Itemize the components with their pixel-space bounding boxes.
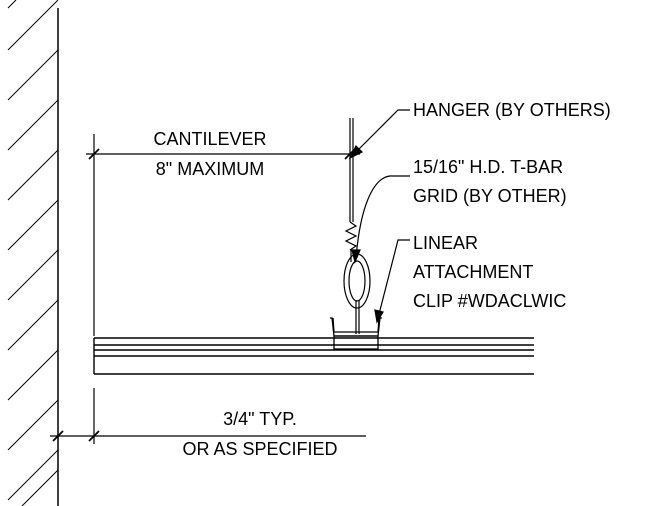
attachment-clip bbox=[330, 317, 382, 350]
ceiling-panel bbox=[93, 337, 534, 375]
clip-label-line1: LINEAR bbox=[413, 233, 479, 253]
hanger-label: HANGER (BY OTHERS) bbox=[413, 100, 611, 120]
cantilever-dimension bbox=[86, 134, 360, 336]
wall-hatch bbox=[7, 0, 59, 506]
gap-dimension bbox=[50, 388, 366, 444]
hanger-wire bbox=[344, 118, 358, 262]
leader-lines bbox=[348, 109, 410, 324]
tbar-label-line2: GRID (BY OTHER) bbox=[413, 186, 567, 206]
tbar-grid bbox=[343, 253, 371, 334]
tbar-label-line1: 15/16" H.D. T-BAR bbox=[413, 157, 564, 177]
gap-label-line2: OR AS SPECIFIED bbox=[182, 439, 338, 459]
clip-label-line3: CLIP #WDACLWIC bbox=[413, 291, 567, 311]
cantilever-label-line2: 8" MAXIMUM bbox=[155, 159, 265, 179]
clip-label-line2: ATTACHMENT bbox=[413, 262, 534, 282]
cantilever-label-line1: CANTILEVER bbox=[153, 129, 267, 149]
gap-label-line1: 3/4" TYP. bbox=[223, 409, 297, 429]
wall bbox=[7, 0, 59, 506]
